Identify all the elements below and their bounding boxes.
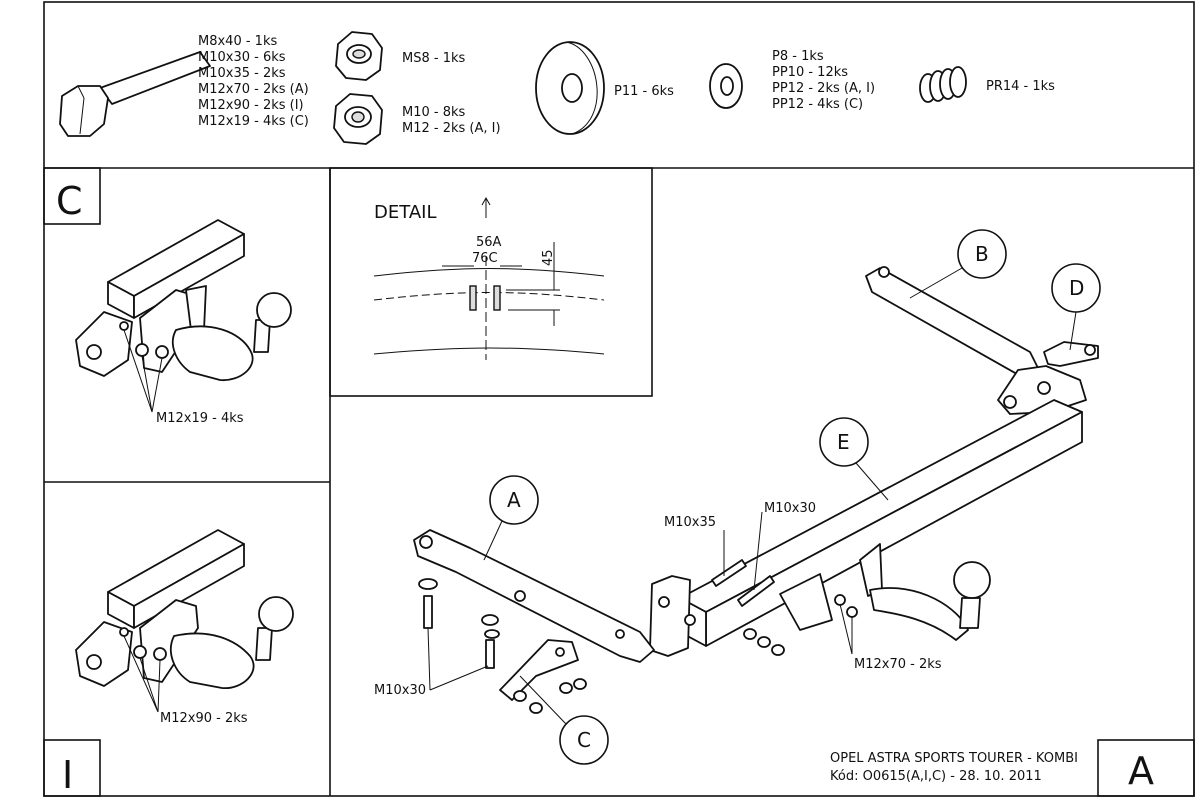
bubble-d-label: D [1069,276,1084,300]
washer-list-item: PP12 - 4ks (C) [772,97,863,112]
bubble-c [559,715,609,765]
m10-nut-icon [333,93,383,145]
panel-c-leader [123,329,163,413]
bubble-a-label: A [507,488,521,512]
variant-letter: A [1128,749,1154,793]
bolt-list-item: M12x90 - 2ks (I) [198,98,304,113]
spring-label: PR14 - 1ks [986,79,1055,94]
detail-hole-left [469,285,477,311]
bolt-list-item: M10x30 - 6ks [198,50,286,65]
outer-frame [43,1,1195,797]
leader-b [909,267,963,299]
leader-m10x30-left [427,627,489,691]
bolt-list-item: M8x40 - 1ks [198,34,277,49]
washer-list-item: P8 - 1ks [772,49,824,64]
leader-m12x70 [839,603,853,655]
callout-m10x30-top: M10x30 [764,501,816,516]
bubble-e [819,417,869,467]
washer-list-item: PP10 - 12ks [772,65,848,80]
panel-i-callout: M12x90 - 2ks [160,711,248,726]
callout-m12x70: M12x70 - 2ks [854,657,942,672]
nut-list-item: M10 - 8ks [402,105,466,120]
detail-side-dim [506,242,560,326]
bubble-e-label: E [837,430,850,454]
detail-arrow-icon [481,196,491,218]
detail-curve-top [373,268,605,277]
bubble-a [489,475,539,525]
ms8-nut-icon [335,31,383,81]
p8-washer-icon [709,63,743,109]
leader-c [519,675,567,725]
detail-dim-mid: 76C [472,251,498,266]
panel-c-callout: M12x19 - 4ks [156,411,244,426]
panel-i-leader [123,635,161,713]
detail-hole-right [493,285,501,311]
bubble-b-label: B [975,242,989,266]
bolt-list-item: M12x70 - 2ks (A) [198,82,309,97]
leader-d [1069,311,1077,351]
kit-code: Kód: O0615(A,I,C) - 28. 10. 2011 [830,769,1042,784]
detail-dim-top: 56A [476,235,502,250]
detail-frame [329,167,653,397]
bubble-c-label: C [577,728,591,752]
panel-i-letter: I [62,753,73,797]
panel-c-letter-box [43,167,101,225]
nut-list-item: M12 - 2ks (A, I) [402,121,501,136]
washer-list-item: PP12 - 2ks (A, I) [772,81,875,96]
p11-washer-label: P11 - 6ks [614,84,674,99]
callout-m10x30-left: M10x30 [374,683,426,698]
detail-curve-dashed [373,292,605,301]
ms8-nut-label: MS8 - 1ks [402,51,465,66]
leader-a [483,520,503,561]
leader-m10x30-top [753,511,763,591]
detail-curve-bottom [373,347,605,355]
panel-c-hitch-illustration [75,219,292,381]
leader-e [855,462,889,501]
vehicle-name: OPEL ASTRA SPORTS TOURER - KOMBI [830,751,1078,766]
pr14-spring-icon [919,66,967,103]
detail-title: DETAIL [374,202,436,223]
bolt-list-item: M12x19 - 4ks (C) [198,114,309,129]
panel-i-hitch-illustration [75,529,294,689]
detail-dim-side: 45 [541,249,556,266]
bolt-icon [59,51,211,137]
p11-washer-icon [535,41,605,135]
bubble-b [957,229,1007,279]
main-assembly-illustration [413,266,1099,714]
callout-m10x35: M10x35 [664,515,716,530]
panel-i-letter-box [43,739,101,797]
panel-c-letter: C [56,179,83,223]
variant-letter-box [1097,739,1195,797]
bolt-list-item: M10x35 - 2ks [198,66,286,81]
